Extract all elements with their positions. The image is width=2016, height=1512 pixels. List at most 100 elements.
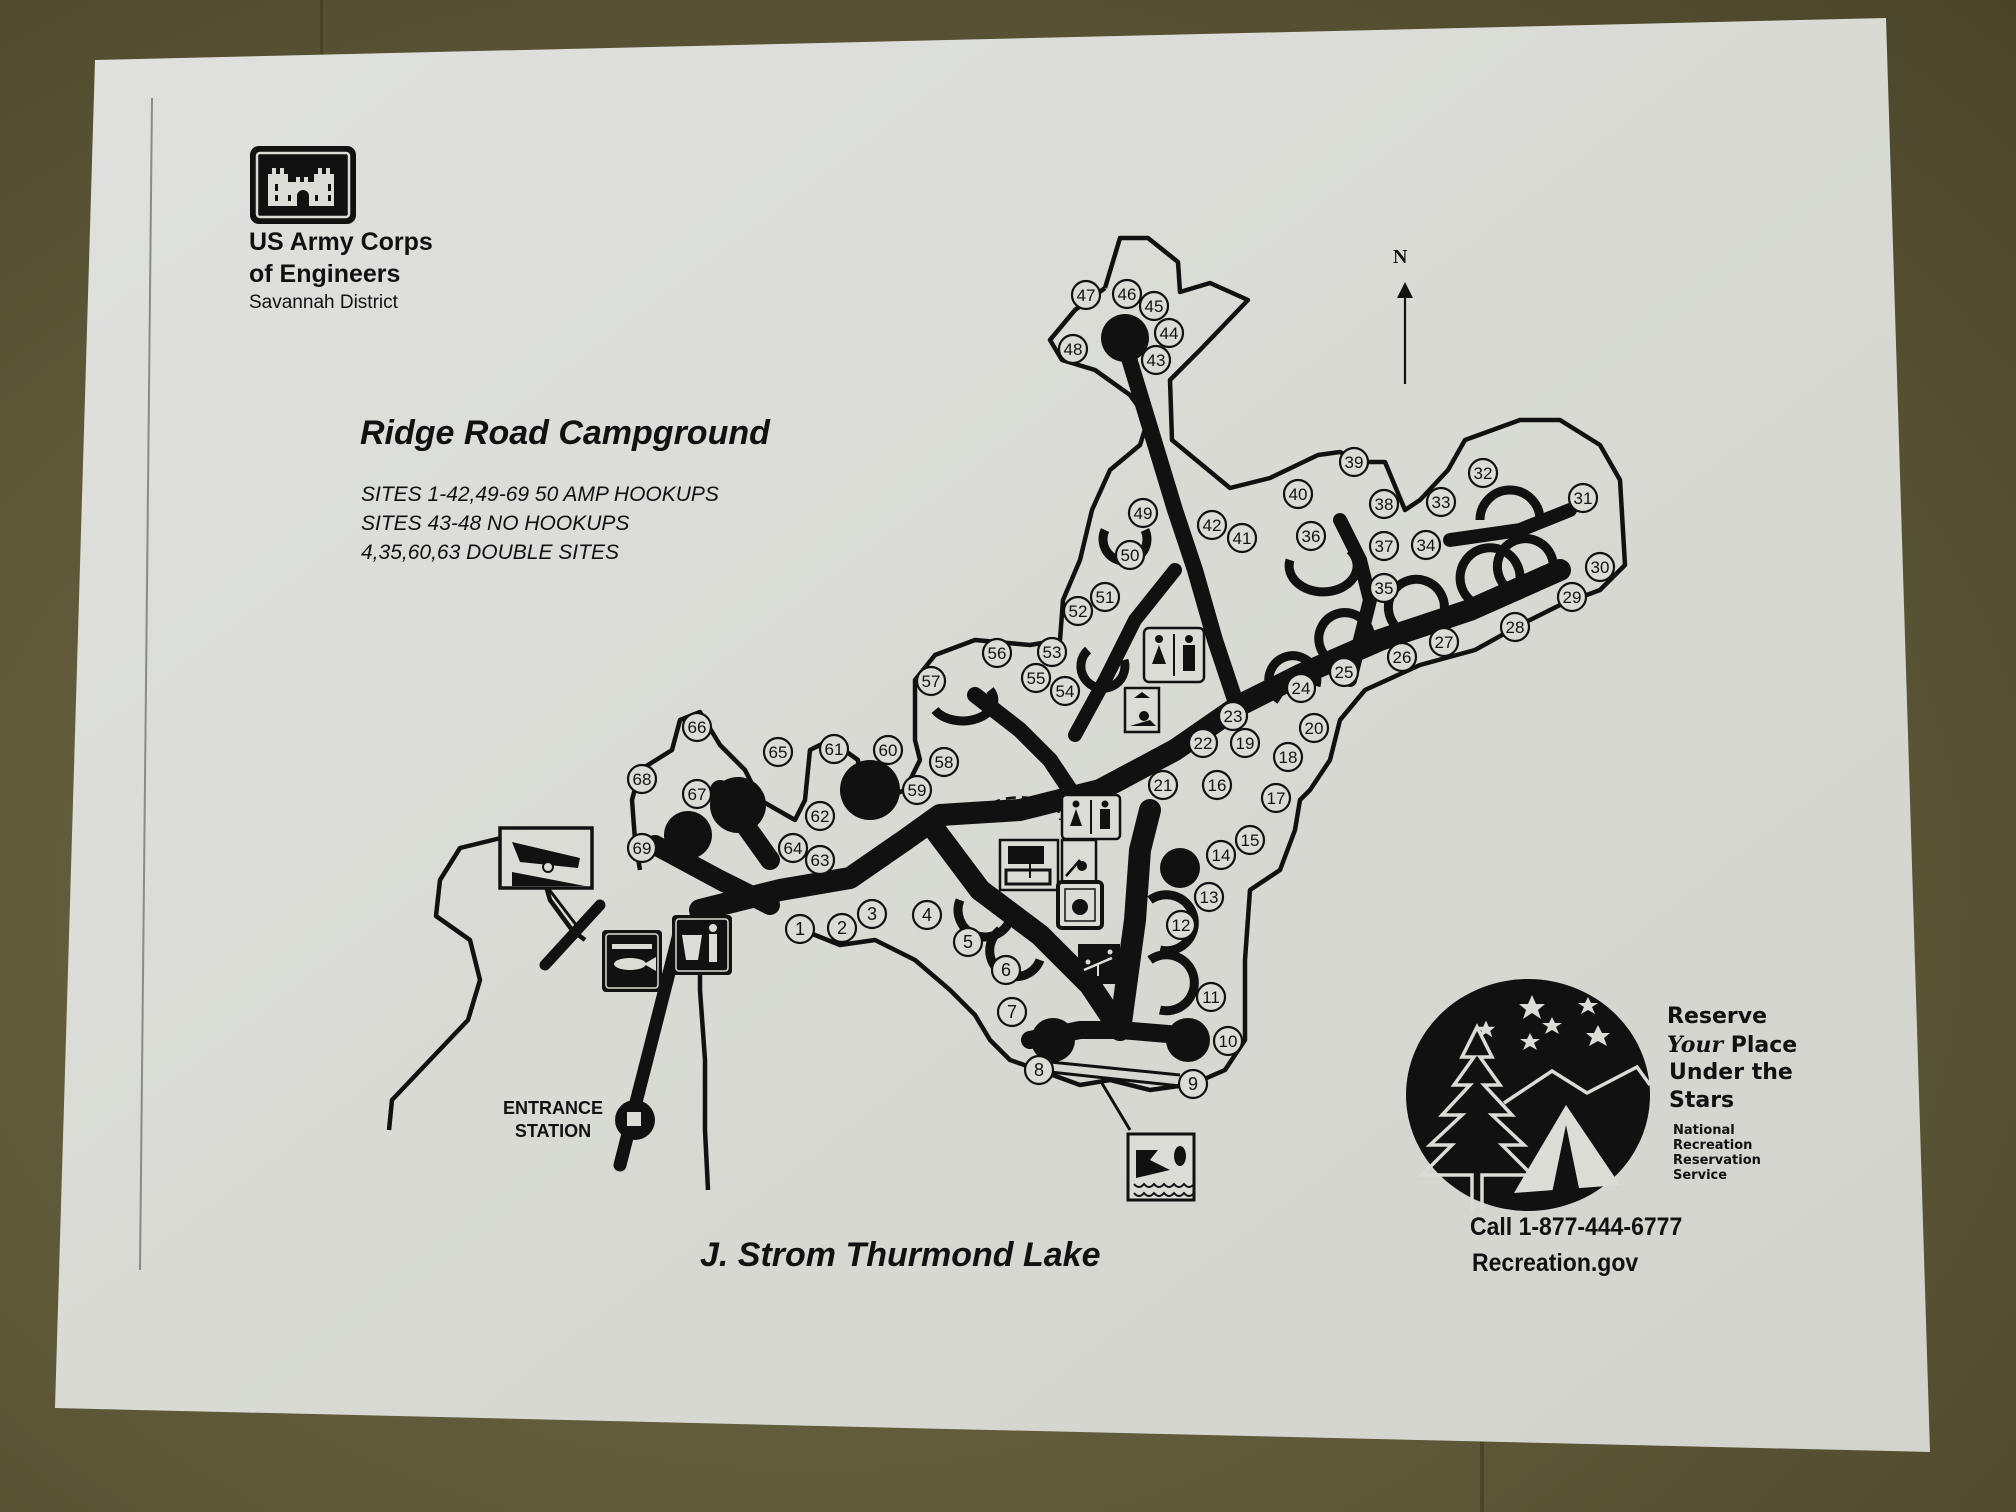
campsite-number: 28 — [1506, 618, 1525, 637]
campsite-number: 15 — [1241, 831, 1260, 850]
campground-title: Ridge Road Campground — [360, 414, 770, 452]
campsite-marker: 34 — [1410, 529, 1442, 561]
campsite-marker: 35 — [1368, 572, 1400, 604]
campsite-number: 60 — [879, 741, 898, 760]
campsite-number: 57 — [922, 672, 941, 691]
district-name: Savannah District — [249, 292, 398, 313]
campsite-number: 44 — [1160, 324, 1179, 343]
campsite-number: 55 — [1027, 669, 1046, 688]
campsite-number: 3 — [867, 904, 877, 924]
campsite-marker: 57 — [915, 665, 947, 697]
campsite-marker: 12 — [1165, 909, 1197, 941]
campsite-number: 63 — [811, 851, 830, 870]
campsite-marker: 39 — [1338, 446, 1370, 478]
campsite-number: 36 — [1302, 527, 1321, 546]
campsite-number: 7 — [1007, 1002, 1017, 1022]
campsite-marker: 22 — [1187, 727, 1219, 759]
campsite-marker: 46 — [1111, 278, 1143, 310]
org-name-line4: Service — [1673, 1168, 1728, 1183]
campsite-marker: 16 — [1201, 769, 1233, 801]
campsite-number: 24 — [1292, 679, 1311, 698]
campsite-number: 53 — [1043, 643, 1062, 662]
campsite-number: 14 — [1212, 846, 1231, 865]
campsite-marker: 61 — [818, 733, 850, 765]
campsite-number: 37 — [1375, 537, 1394, 556]
campsite-number: 17 — [1267, 789, 1286, 808]
campsite-number: 67 — [688, 785, 707, 804]
agency-name-line1: US Army Corps — [249, 228, 433, 256]
swimming-icon — [1126, 1132, 1196, 1202]
shower-icon — [1060, 838, 1098, 884]
north-label: N — [1393, 246, 1408, 268]
campsite-marker: 2 — [826, 912, 858, 944]
campsite-number: 69 — [633, 839, 652, 858]
campsite-number: 32 — [1474, 464, 1493, 483]
double-sites-note: 4,35,60,63 DOUBLE SITES — [361, 541, 619, 564]
campsite-marker: 40 — [1282, 478, 1314, 510]
campsite-number: 20 — [1305, 719, 1324, 738]
campsite-marker: 26 — [1386, 641, 1418, 673]
campsite-marker: 19 — [1229, 727, 1261, 759]
hookup-note-1: SITES 1-42,49-69 50 AMP HOOKUPS — [361, 483, 719, 506]
campsite-number: 49 — [1134, 504, 1153, 523]
campsite-marker: 10 — [1212, 1025, 1244, 1057]
reserve-slogan-line1: Reserve — [1667, 1004, 1767, 1029]
org-name-line2: Recreation — [1673, 1138, 1753, 1153]
campsite-marker: 51 — [1089, 581, 1121, 613]
campsite-marker: 32 — [1467, 457, 1499, 489]
campsite-number: 4 — [922, 905, 932, 925]
north-arrow-icon — [1397, 282, 1413, 384]
campsite-marker: 42 — [1196, 509, 1228, 541]
laundry-icon — [1056, 880, 1104, 930]
campsite-number: 47 — [1077, 286, 1096, 305]
campsite-number: 62 — [811, 807, 830, 826]
slogan-script-word: Your — [1667, 1032, 1724, 1058]
campsite-marker: 53 — [1036, 636, 1068, 668]
reserve-slogan-line3: Under the — [1669, 1060, 1793, 1085]
campsite-marker: 63 — [804, 844, 836, 876]
reserve-slogan-line4: Stars — [1669, 1088, 1735, 1113]
campsite-marker: 52 — [1062, 595, 1094, 627]
playground-icon — [1078, 944, 1120, 984]
entrance-label-line1: ENTRANCE — [503, 1098, 604, 1118]
campsite-number: 48 — [1064, 340, 1083, 359]
agency-name-line2: of Engineers — [249, 260, 401, 288]
castle-icon — [250, 146, 356, 224]
campsite-marker: 64 — [777, 832, 809, 864]
slogan-line2-rest: Place — [1723, 1033, 1798, 1058]
campsite-number: 31 — [1574, 489, 1593, 508]
campsite-marker: 65 — [762, 736, 794, 768]
campsite-number: 25 — [1335, 663, 1354, 682]
campsite-marker: 66 — [681, 711, 713, 743]
campsite-marker: 37 — [1368, 530, 1400, 562]
campsite-marker: 48 — [1057, 333, 1089, 365]
campsite-marker: 62 — [804, 800, 836, 832]
campsite-number: 29 — [1563, 588, 1582, 607]
campsite-number: 33 — [1432, 493, 1451, 512]
campsite-marker: 5 — [952, 926, 984, 958]
campsite-number: 22 — [1194, 734, 1213, 753]
campsite-marker: 17 — [1260, 782, 1292, 814]
reservation-phone: Call 1-877-444-6777 — [1470, 1213, 1683, 1241]
campsite-number: 11 — [1202, 988, 1220, 1007]
org-name-line3: Reservation — [1673, 1153, 1761, 1168]
campsite-marker: 50 — [1114, 539, 1146, 571]
campsite-number: 13 — [1200, 888, 1219, 907]
campsite-number: 21 — [1154, 776, 1173, 795]
campsite-marker: 33 — [1425, 486, 1457, 518]
campsite-marker: 20 — [1298, 712, 1330, 744]
campsite-marker: 45 — [1138, 290, 1170, 322]
campsite-marker: 59 — [901, 774, 933, 806]
campsite-number: 19 — [1236, 734, 1255, 753]
campsite-number: 61 — [825, 740, 844, 759]
campsite-number: 10 — [1219, 1032, 1238, 1051]
campsite-marker: 29 — [1556, 581, 1588, 613]
campsite-number: 16 — [1208, 776, 1227, 795]
campsite-marker: 54 — [1049, 675, 1081, 707]
campsite-marker: 55 — [1020, 662, 1052, 694]
campsite-number: 8 — [1034, 1060, 1044, 1080]
campsite-number: 40 — [1289, 485, 1308, 504]
campsite-number: 34 — [1417, 536, 1436, 555]
campsite-marker: 56 — [981, 637, 1013, 669]
